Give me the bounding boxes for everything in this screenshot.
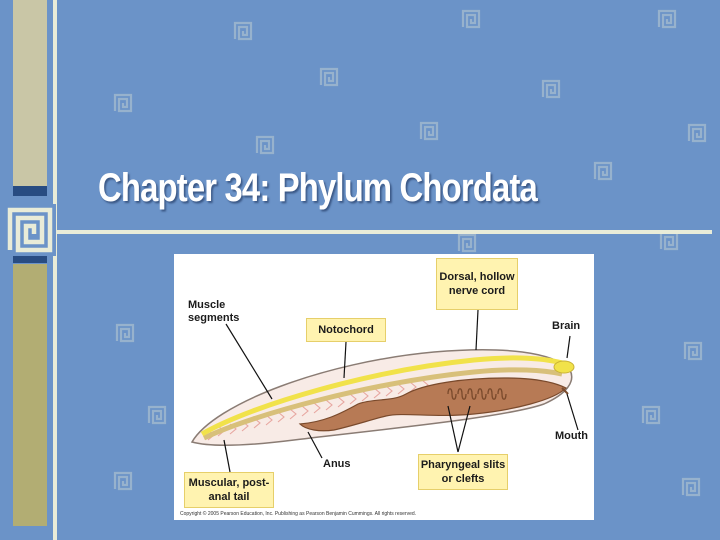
label-post-anal-tail: Muscular, post-anal tail — [184, 472, 274, 508]
spiral-pattern-icon — [318, 66, 340, 88]
left-strip-light — [13, 0, 47, 186]
spiral-pattern-icon — [232, 20, 254, 42]
label-muscle-segments: Muscle segments — [188, 299, 240, 324]
spiral-pattern-icon — [112, 92, 134, 114]
left-strip-band-bottom — [13, 253, 47, 263]
spiral-pattern-icon — [114, 322, 136, 344]
spiral-pattern-icon — [418, 120, 440, 142]
spiral-pattern-icon — [146, 404, 168, 426]
left-strip-olive — [13, 264, 47, 526]
spiral-badge-icon — [4, 204, 56, 256]
page-title: Chapter 34: Phylum Chordata — [98, 166, 538, 210]
spiral-pattern-icon — [686, 122, 708, 144]
spiral-pattern-icon — [680, 476, 702, 498]
title-rule — [6, 230, 712, 234]
label-dorsal-nerve-cord: Dorsal, hollow nerve cord — [436, 258, 518, 310]
vertical-rule — [53, 0, 57, 540]
spiral-pattern-icon — [656, 8, 678, 30]
label-mouth: Mouth — [555, 430, 588, 442]
left-strip-band-top — [13, 186, 47, 196]
spiral-pattern-icon — [640, 404, 662, 426]
spiral-pattern-icon — [254, 134, 276, 156]
spiral-pattern-icon — [540, 78, 562, 100]
spiral-pattern-icon — [592, 160, 614, 182]
label-notochord: Notochord — [306, 318, 386, 342]
label-anus: Anus — [323, 458, 351, 470]
chordate-diagram: Dorsal, hollow nerve cord Muscle segment… — [174, 254, 594, 520]
label-brain: Brain — [552, 320, 581, 332]
spiral-pattern-icon — [456, 232, 478, 254]
copyright-notice: Copyright © 2005 Pearson Education, Inc.… — [180, 511, 417, 517]
spiral-pattern-icon — [460, 8, 482, 30]
spiral-pattern-icon — [682, 340, 704, 362]
label-pharyngeal-slits: Pharyngeal slits or clefts — [418, 454, 508, 490]
spiral-pattern-icon — [112, 470, 134, 492]
chordate-body-illustration — [190, 309, 579, 473]
